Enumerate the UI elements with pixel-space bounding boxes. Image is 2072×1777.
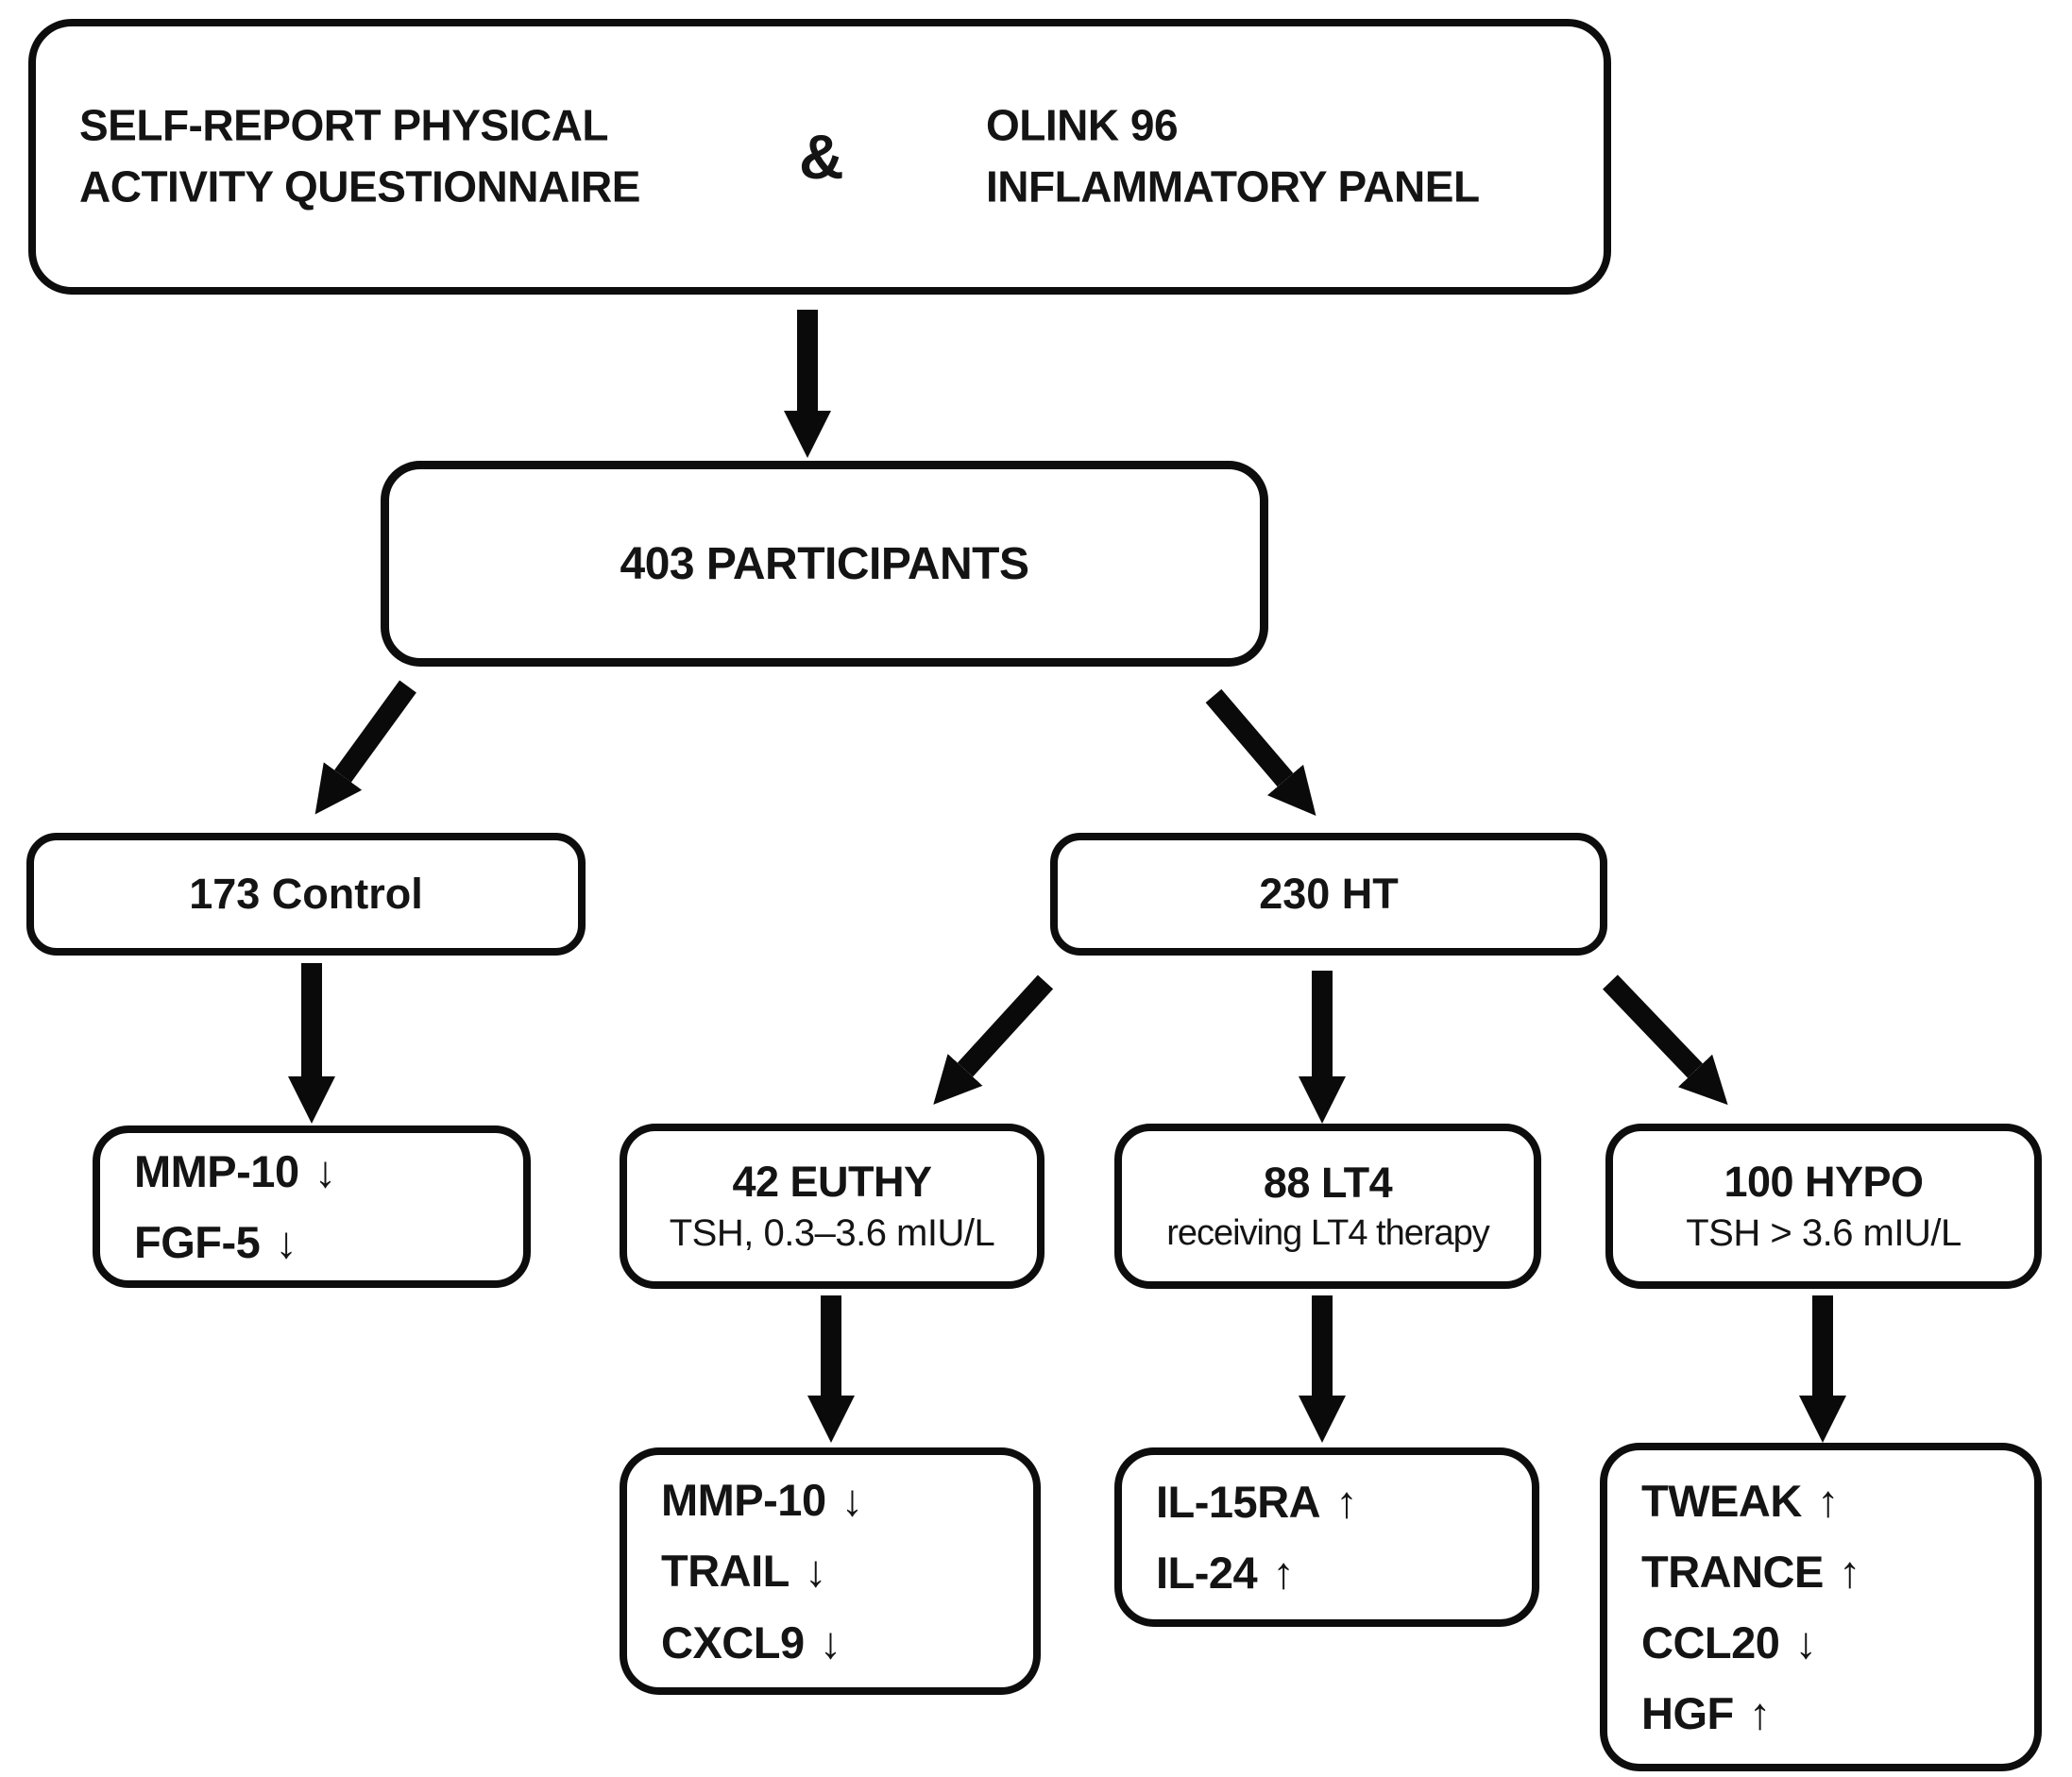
up-arrow-icon: ↑ xyxy=(1272,1548,1295,1598)
up-arrow-icon: ↑ xyxy=(1335,1476,1358,1527)
arrow-participants-to-ht xyxy=(1205,688,1316,817)
arrow-ht-to-euthy xyxy=(933,974,1054,1105)
protein-name: FGF-5 xyxy=(134,1217,261,1267)
hypo-results-box: TWEAK ↑ TRANCE ↑ CCL20 ↓ HGF ↑ xyxy=(1600,1443,2042,1771)
result-line: CCL20 ↓ xyxy=(1641,1607,2034,1678)
lt4-results-box: IL-15RA ↑ IL-24 ↑ xyxy=(1114,1447,1539,1627)
control-results-box: MMP-10 ↓ FGF-5 ↓ xyxy=(93,1125,531,1288)
ht-group-label: 230 HT xyxy=(1259,870,1399,918)
protein-name: IL-15RA xyxy=(1156,1476,1321,1527)
up-arrow-icon: ↑ xyxy=(1748,1688,1772,1739)
protein-name: TRAIL xyxy=(661,1546,790,1597)
up-arrow-icon: ↑ xyxy=(1838,1546,1861,1597)
down-arrow-icon: ↓ xyxy=(819,1616,842,1667)
protein-name: IL-24 xyxy=(1156,1548,1258,1598)
participants-label: 403 PARTICIPANTS xyxy=(620,538,1029,589)
result-line: FGF-5 ↓ xyxy=(134,1207,523,1278)
result-line: CXCL9 ↓ xyxy=(661,1607,1033,1678)
euthy-title: 42 EUTHY xyxy=(732,1158,932,1206)
down-arrow-icon: ↓ xyxy=(804,1546,827,1597)
down-arrow-icon: ↓ xyxy=(275,1217,297,1267)
olink-panel-label: OLINK 96 INFLAMMATORY PANEL xyxy=(986,95,1480,219)
questionnaire-line1: SELF-REPORT PHYSICAL xyxy=(79,100,608,150)
protein-name: CCL20 xyxy=(1641,1617,1780,1667)
result-line: TWEAK ↑ xyxy=(1641,1465,2034,1536)
questionnaire-label: SELF-REPORT PHYSICAL ACTIVITY QUESTIONNAI… xyxy=(79,95,640,219)
lt4-subgroup-box: 88 LT4 receiving LT4 therapy xyxy=(1114,1124,1541,1289)
result-line: IL-15RA ↑ xyxy=(1156,1466,1532,1537)
control-group-label: 173 Control xyxy=(189,870,423,918)
ampersand-symbol: & xyxy=(799,122,844,192)
up-arrow-icon: ↑ xyxy=(1816,1475,1840,1526)
olink-line1: OLINK 96 xyxy=(986,100,1179,150)
arrow-participants-to-control xyxy=(314,680,416,815)
protein-name: CXCL9 xyxy=(661,1616,805,1667)
result-line: HGF ↑ xyxy=(1641,1678,2034,1749)
result-line: TRANCE ↑ xyxy=(1641,1536,2034,1607)
control-group-box: 173 Control xyxy=(26,833,586,956)
down-arrow-icon: ↓ xyxy=(1794,1617,1817,1667)
lt4-title: 88 LT4 xyxy=(1263,1159,1393,1207)
protein-name: HGF xyxy=(1641,1688,1734,1739)
down-arrow-icon: ↓ xyxy=(841,1475,864,1526)
protein-name: MMP-10 xyxy=(661,1475,826,1526)
protein-name: TRANCE xyxy=(1641,1546,1824,1597)
ht-group-box: 230 HT xyxy=(1050,833,1607,956)
input-sources-box: SELF-REPORT PHYSICAL ACTIVITY QUESTIONNAI… xyxy=(28,19,1611,295)
result-line: TRAIL ↓ xyxy=(661,1535,1033,1606)
result-line: IL-24 ↑ xyxy=(1156,1537,1532,1608)
result-line: MMP-10 ↓ xyxy=(134,1136,523,1207)
down-arrow-icon: ↓ xyxy=(314,1145,337,1196)
protein-name: MMP-10 xyxy=(134,1145,299,1196)
questionnaire-line2: ACTIVITY QUESTIONNAIRE xyxy=(79,162,640,212)
hypo-title: 100 HYPO xyxy=(1724,1158,1924,1206)
euthy-subtitle: TSH, 0.3–3.6 mIU/L xyxy=(669,1212,995,1254)
hypo-subgroup-box: 100 HYPO TSH > 3.6 mIU/L xyxy=(1605,1124,2042,1289)
participants-box: 403 PARTICIPANTS xyxy=(381,461,1268,667)
result-line: MMP-10 ↓ xyxy=(661,1464,1033,1535)
olink-line2: INFLAMMATORY PANEL xyxy=(986,162,1480,212)
hypo-subtitle: TSH > 3.6 mIU/L xyxy=(1686,1212,1962,1254)
protein-name: TWEAK xyxy=(1641,1475,1802,1526)
arrow-ht-to-hypo xyxy=(1603,974,1728,1106)
lt4-subtitle: receiving LT4 therapy xyxy=(1166,1213,1490,1253)
euthy-results-box: MMP-10 ↓ TRAIL ↓ CXCL9 ↓ xyxy=(620,1447,1041,1695)
euthy-subgroup-box: 42 EUTHY TSH, 0.3–3.6 mIU/L xyxy=(620,1124,1044,1289)
